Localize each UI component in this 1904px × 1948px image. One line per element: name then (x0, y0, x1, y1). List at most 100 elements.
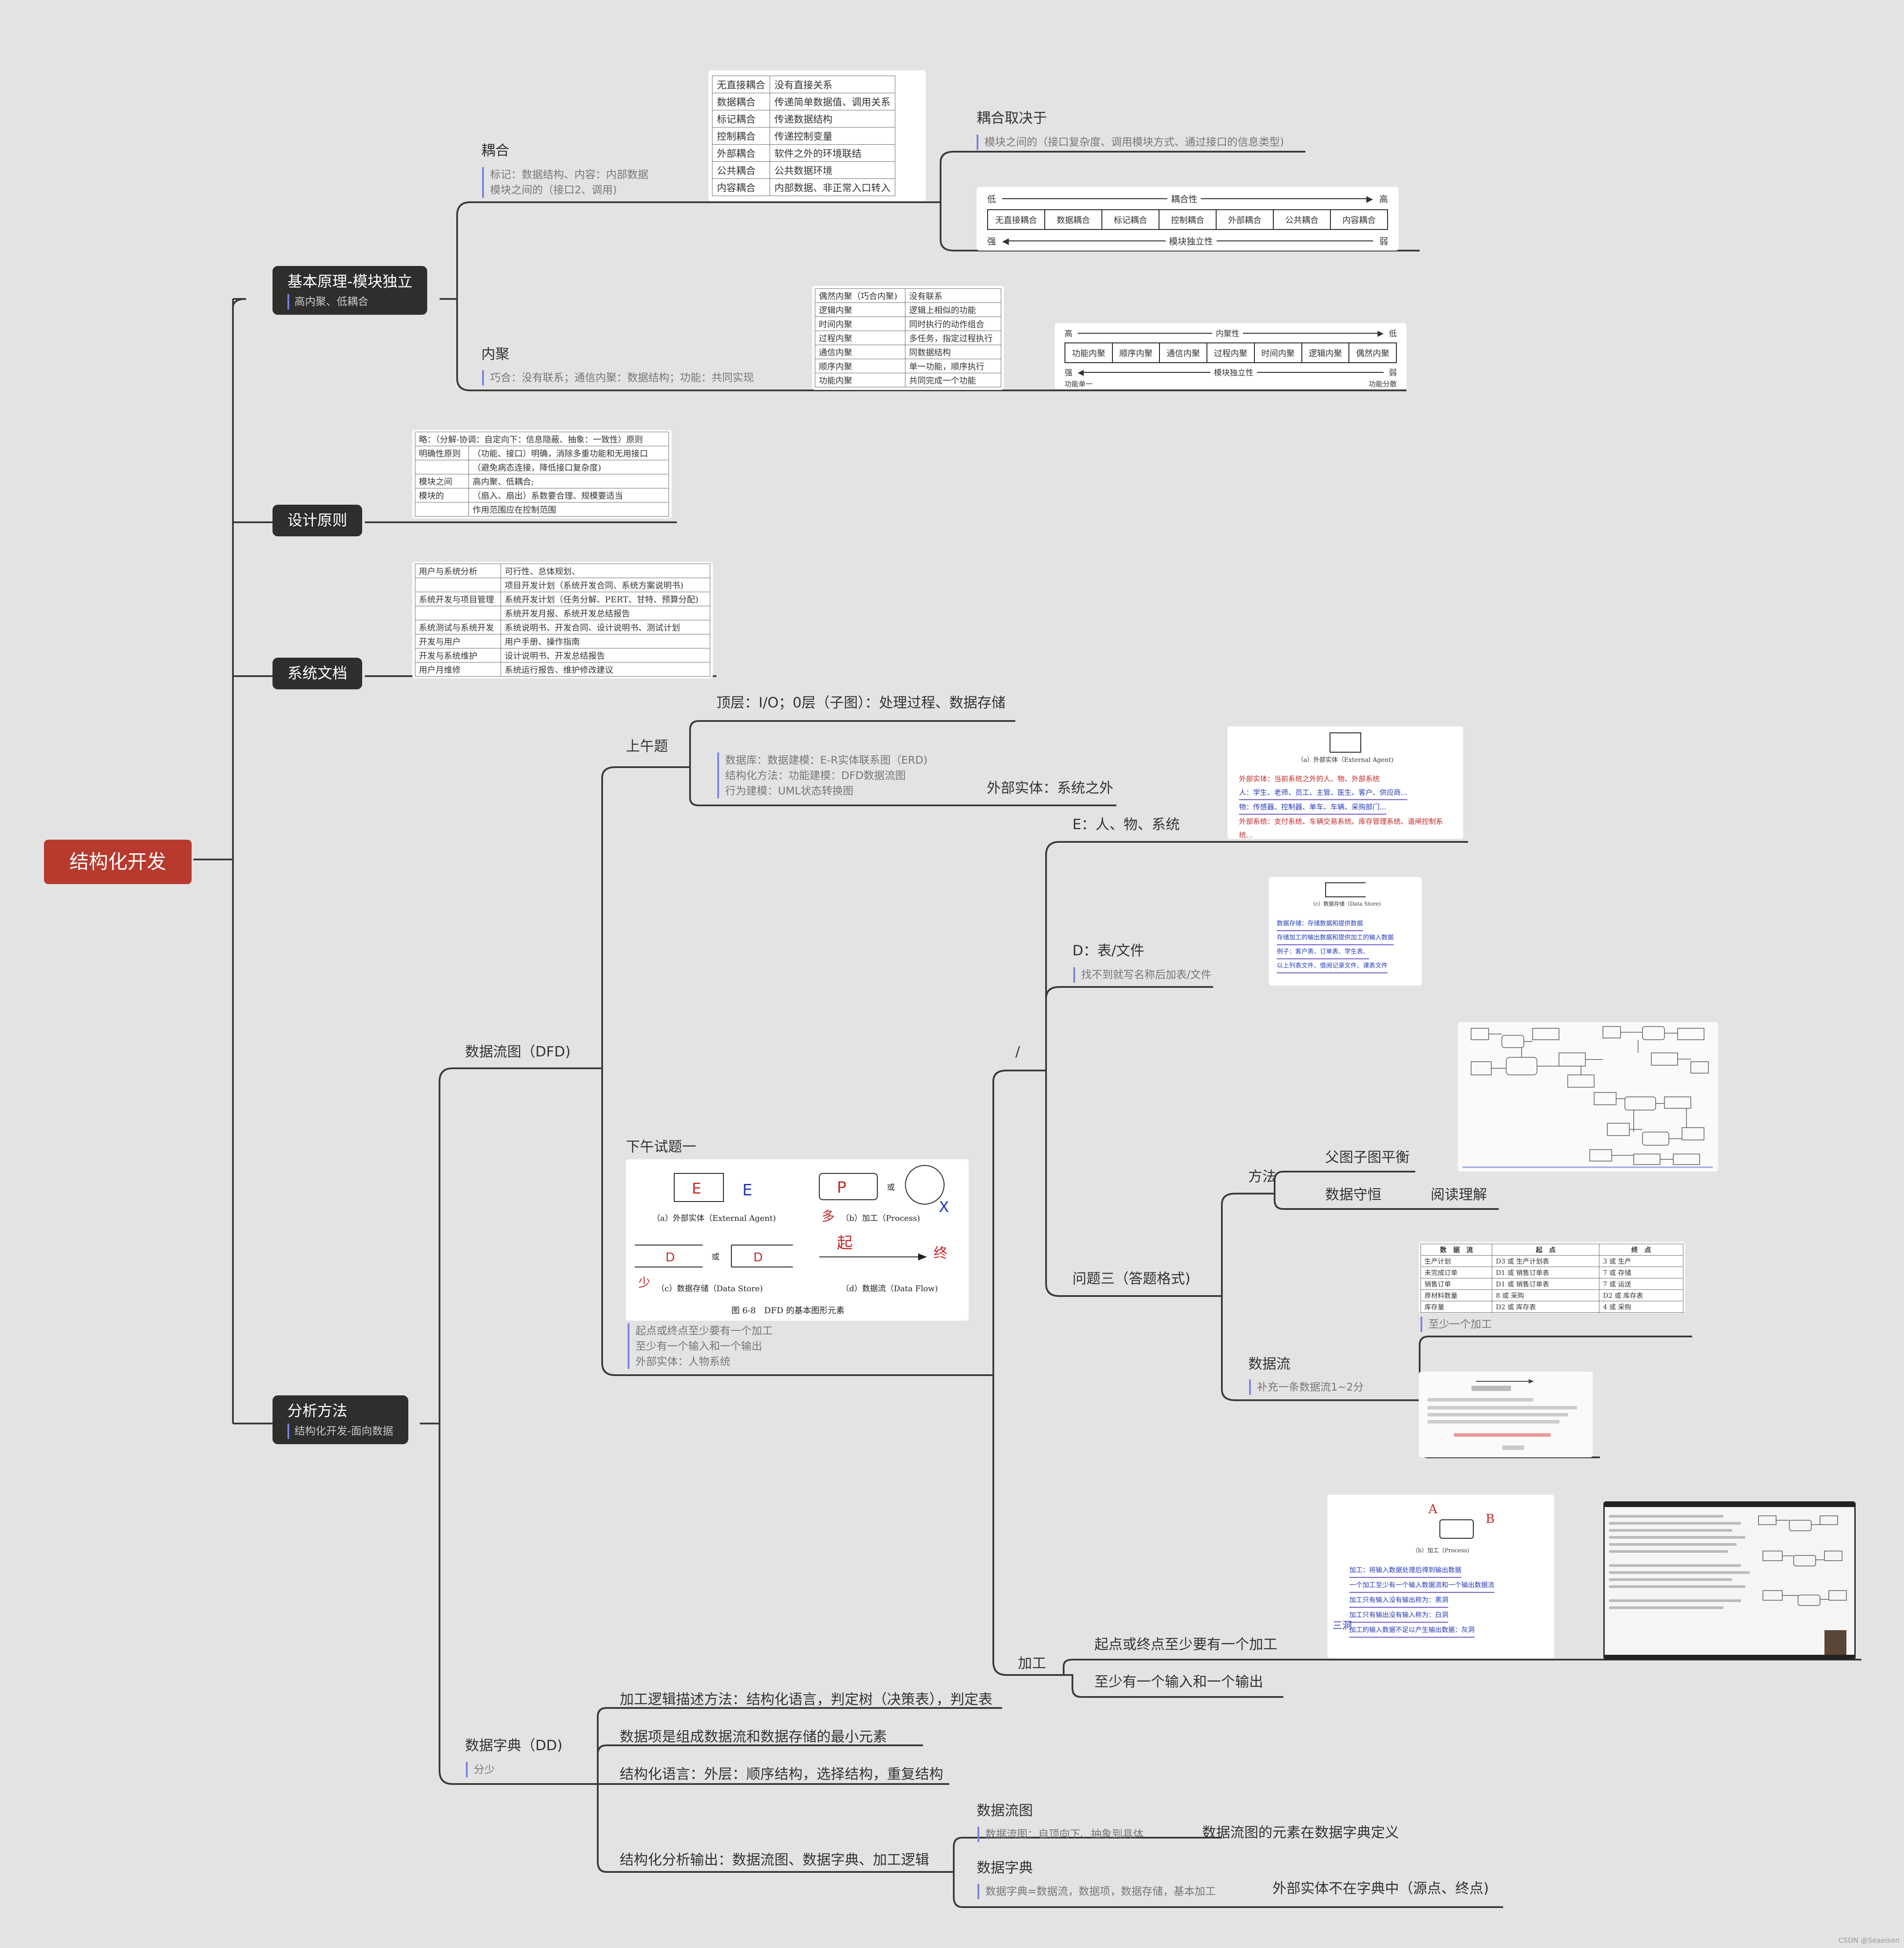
cohesion-scale-boxes: 功能内聚顺序内聚通信内聚过程内聚时间内聚逻辑内聚偶然内聚 (1065, 342, 1397, 363)
design-table-cell (415, 460, 469, 474)
dd-label[interactable]: 数据字典（DD) (465, 1737, 563, 1755)
cohesion-scale-foot: 功能单一 功能分散 (1065, 378, 1397, 389)
watermark: CSDN @Seaeisen (1839, 1936, 1900, 1944)
coupling-table-cell: 公共数据环境 (770, 162, 895, 179)
root-node[interactable]: 结构化开发 (44, 840, 192, 884)
docs-table-row: 系统开发月报、系统开发总结报告 (415, 606, 710, 620)
design-table-cell: （功能、接口）明确，消除多重功能和无用接口 (469, 446, 669, 460)
dfd-q3-flow[interactable]: 数据流 (1248, 1355, 1290, 1373)
coupling-scale-title-top: 耦合性 (1167, 192, 1201, 205)
dfd-q3-method[interactable]: 方法 (1248, 1168, 1276, 1186)
docs-table: 用户与系统分析可行性、总体规划、项目开发计划（系统开发合同、系统方案说明书)系统… (415, 564, 710, 677)
coupling-table-cell: 数据耦合 (712, 93, 770, 110)
dfd-afternoon-label[interactable]: 下午试题一 (626, 1138, 696, 1156)
dfd-afternoon-notes: 起点或终点至少要有一个加工 至少有一个输入和一个输出 外部实体：人物系统 (628, 1323, 773, 1369)
dfd-q3-flow-svg (1419, 1372, 1593, 1457)
coupling-scale-low: 低 (987, 192, 996, 205)
dfd-process-a1[interactable]: 起点或终点至少要有一个加工 (1094, 1635, 1277, 1654)
cohesion-table-cell: 时间内聚 (815, 317, 905, 331)
dd-item-4[interactable]: 结构化分析输出：数据流图、数据字典、加工逻辑 (620, 1851, 929, 1869)
fig-process-circle (905, 1165, 944, 1204)
docs-table-cell: 系统测试与系统开发 (415, 620, 501, 634)
coupling-scale-item: 数据耦合 (1045, 210, 1102, 229)
node-analysis[interactable]: 分析方法 结构化开发-面向数据 (273, 1395, 408, 1444)
q3-table-cell: 3 或 生产 (1599, 1256, 1683, 1267)
node-design[interactable]: 设计原则 (273, 505, 362, 536)
coupling-table-cell: 公共耦合 (712, 162, 770, 179)
dfd-e-image-line-3: 物：传感器、控制器、单车、车辆、采购部门... (1239, 800, 1386, 815)
cohesion-scale-item: 时间内聚 (1255, 343, 1302, 362)
cohesion-label[interactable]: 内聚 (481, 345, 509, 364)
dfd-q3-label[interactable]: 问题三（答题格式) (1072, 1270, 1191, 1288)
cohesion-scale-title-bottom: 模块独立性 (1210, 367, 1257, 378)
dd-item-3[interactable]: 结构化语言：外层：顺序结构，选择结构，重复结构 (620, 1765, 943, 1784)
dfd-label[interactable]: 数据流图（DFD) (465, 1043, 570, 1061)
q3-table-header-cell: 数 据 流 (1421, 1244, 1492, 1256)
docs-table-cell (415, 606, 501, 620)
coupling-table-row: 标记耦合传递数据结构 (712, 110, 895, 127)
dd-dict-ext[interactable]: 外部实体不在字典中（源点、终点) (1272, 1879, 1489, 1898)
coupling-table-cell: 没有直接关系 (770, 76, 895, 93)
node-design-title: 设计原则 (287, 511, 347, 531)
dfd-q3-balance[interactable]: 父图子图平衡 (1325, 1148, 1410, 1167)
fig-x-mark: X (939, 1198, 949, 1216)
design-table-cell: 高内聚、低耦合; (469, 474, 669, 488)
node-principle-note: 高内聚、低耦合 (287, 294, 412, 309)
coupling-table-cell: 传递数据结构 (770, 110, 895, 127)
dfd-morning-top[interactable]: 顶层：I/O；0层（子图）：处理过程、数据存储 (716, 694, 1006, 712)
dd-item-1[interactable]: 加工逻辑描述方法：结构化语言，判定树（决策表），判定表 (620, 1690, 992, 1709)
dfd-afternoon-note-2: 至少有一个输入和一个输出 (636, 1339, 773, 1354)
dfd-q3-diagram-svg (1458, 1022, 1718, 1172)
cohesion-table-cell: 顺序内聚 (815, 359, 905, 373)
dd-dict-note: 数据字典=数据流，数据项，数据存储，基本加工 (977, 1884, 1216, 1899)
cohesion-scale-item: 顺序内聚 (1113, 343, 1160, 362)
dd-dfd-def[interactable]: 数据流图的元素在数据字典定义 (1202, 1824, 1399, 1842)
coupling-table-cell: 内容耦合 (712, 179, 770, 196)
q3-table-cell: 8 或 采购 (1492, 1290, 1599, 1301)
cohesion-table-row: 通信内聚同数据结构 (815, 345, 1001, 359)
q3-table-cell: 库存量 (1421, 1301, 1492, 1313)
coupling-table-cell: 标记耦合 (712, 110, 770, 127)
dfd-process-a2[interactable]: 至少有一个输入和一个输出 (1094, 1673, 1263, 1691)
q3-table-cell: 7 或 运送 (1599, 1278, 1683, 1290)
node-docs[interactable]: 系统文档 (273, 658, 362, 689)
cohesion-table-cell: 通信内聚 (815, 345, 905, 359)
cohesion-scale-bottom: 强 ◀模块独立性 弱 (1065, 367, 1397, 378)
node-principle-title: 基本原理-模块独立 (287, 272, 412, 292)
cohesion-table: 偶然内聚（巧合内聚)没有联系逻辑内聚逻辑上相似的功能时间内聚同时执行的动作组合过… (815, 288, 1001, 387)
docs-table-cell: 开发与系统维护 (415, 648, 501, 663)
design-table-row: 模块之间高内聚、低耦合; (415, 474, 669, 488)
dfd-elements-figure: E E （a）外部实体（External Agent) P 或 X 多 （b）加… (626, 1159, 969, 1321)
fig-process-box (819, 1173, 877, 1200)
cohesion-scale-weak: 弱 (1389, 367, 1397, 378)
dfd-e-outside[interactable]: 外部实体：系统之外 (987, 779, 1113, 797)
dfd-q3-flow-image (1419, 1372, 1593, 1457)
coupling-label[interactable]: 耦合 (481, 142, 509, 160)
coupling-scale-weak: 弱 (1379, 234, 1388, 247)
node-principle[interactable]: 基本原理-模块独立 高内聚、低耦合 (273, 266, 427, 315)
dfd-q3-conserve[interactable]: 数据守恒 (1325, 1186, 1381, 1204)
dfd-d-label[interactable]: D：表/文件 (1072, 942, 1144, 960)
coupling-scale-item: 公共耦合 (1274, 210, 1331, 229)
cohesion-table-row: 逻辑内聚逻辑上相似的功能 (815, 303, 1001, 317)
coupling-depends-label[interactable]: 耦合取决于 (977, 109, 1047, 127)
dd-item-2[interactable]: 数据项是组成数据流和数据存储的最小元素 (620, 1728, 887, 1746)
dd-dict-label[interactable]: 数据字典 (977, 1859, 1033, 1877)
q3-table-cell: D2 或 库存表 (1492, 1301, 1599, 1313)
docs-table-cell: 系统运行报告、维护修改建议 (501, 663, 710, 677)
dfd-slash[interactable]: / (1015, 1043, 1020, 1061)
dd-dfd-label[interactable]: 数据流图 (977, 1802, 1033, 1820)
fig-hand-shao: 少 (638, 1275, 650, 1290)
q3-table-cell: 生产计划 (1421, 1256, 1492, 1267)
cohesion-scale-item: 偶然内聚 (1349, 343, 1396, 362)
dfd-process-image-line-4: 加工只有输出没有输入称为：白洞 (1349, 1608, 1448, 1623)
dfd-morning-label[interactable]: 上午题 (626, 737, 668, 756)
docs-table-row: 用户与系统分析可行性、总体规划、 (415, 564, 710, 578)
coupling-scale-item: 内容耦合 (1331, 210, 1387, 229)
dfd-process-label[interactable]: 加工 (1018, 1654, 1046, 1673)
dfd-e-label[interactable]: E：人、物、系统 (1072, 816, 1180, 834)
dfd-q3-read[interactable]: 阅读理解 (1431, 1186, 1487, 1204)
coupling-scale-arrow-top: 耦合性▶ (1002, 192, 1373, 205)
